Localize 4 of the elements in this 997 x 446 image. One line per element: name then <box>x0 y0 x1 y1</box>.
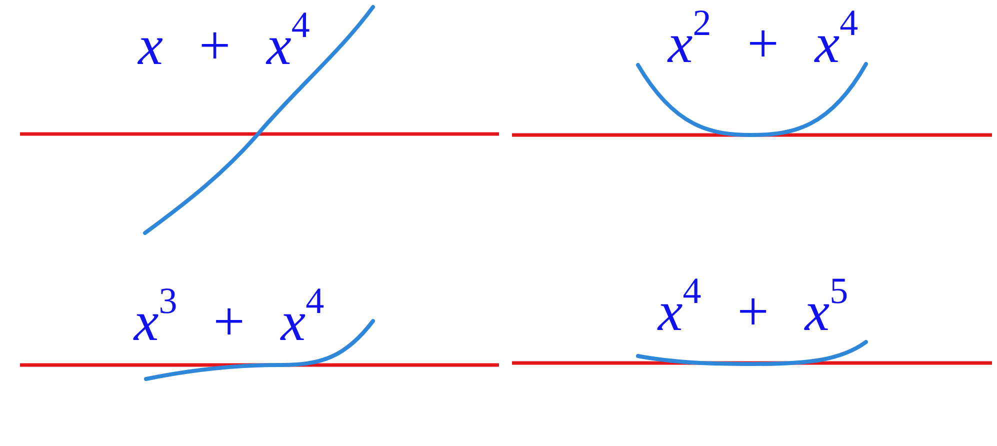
formula-label: x$^{2}$ + x$^{4}$ <box>666 1 860 76</box>
formula-label: x$^{3}$ + x$^{4}$ <box>132 279 326 354</box>
formula-label: x + x$^{4}$ <box>136 3 311 78</box>
formula-label: x$^{4}$ + x$^{5}$ <box>656 269 850 344</box>
